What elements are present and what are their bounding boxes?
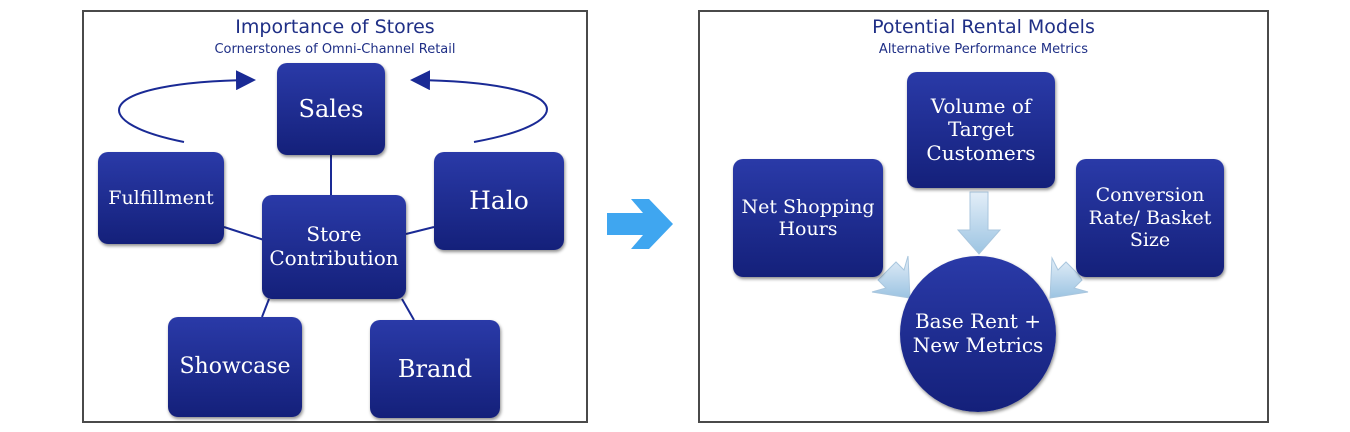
right-panel-title: Potential Rental Models [872,16,1095,38]
fulfillment-box: Fulfillment [98,152,224,244]
spoke-halo [405,226,435,235]
left-panel-subtitle: Cornerstones of Omni-Channel Retail [214,42,456,57]
base-rent-new-metrics-circle: Base Rent + New Metrics [900,256,1056,412]
right-panel-subtitle: Alternative Performance Metrics [878,42,1089,57]
halo-box: Halo [434,152,564,250]
left-connectors [118,70,548,321]
diagonal-arrow-conversion [1049,256,1089,299]
store-contribution-box: Store Contribution [262,195,406,299]
conversion-rate-basket-size-box: Conversion Rate/ Basket Size [1076,159,1224,277]
curved-arrow-left [118,70,256,143]
net-shopping-hours-box: Net Shopping Hours [733,159,883,277]
curved-arrow-right [410,70,548,143]
right-connectors [871,191,1089,299]
down-arrow-volume [956,191,1002,255]
potential-rental-models-panel: Potential Rental Models Alternative Perf… [698,10,1269,423]
importance-of-stores-panel: Importance of Stores Cornerstones of Omn… [82,10,588,423]
brand-box: Brand [370,320,500,418]
spoke-showcase [261,298,270,318]
sales-box: Sales [277,63,385,155]
left-panel-title: Importance of Stores [235,16,435,38]
right-arrow-icon [607,199,673,249]
showcase-box: Showcase [168,317,302,417]
volume-of-target-customers-box: Volume of Target Customers [907,72,1055,188]
spoke-fulfillment [223,226,265,241]
spoke-brand [401,298,415,321]
